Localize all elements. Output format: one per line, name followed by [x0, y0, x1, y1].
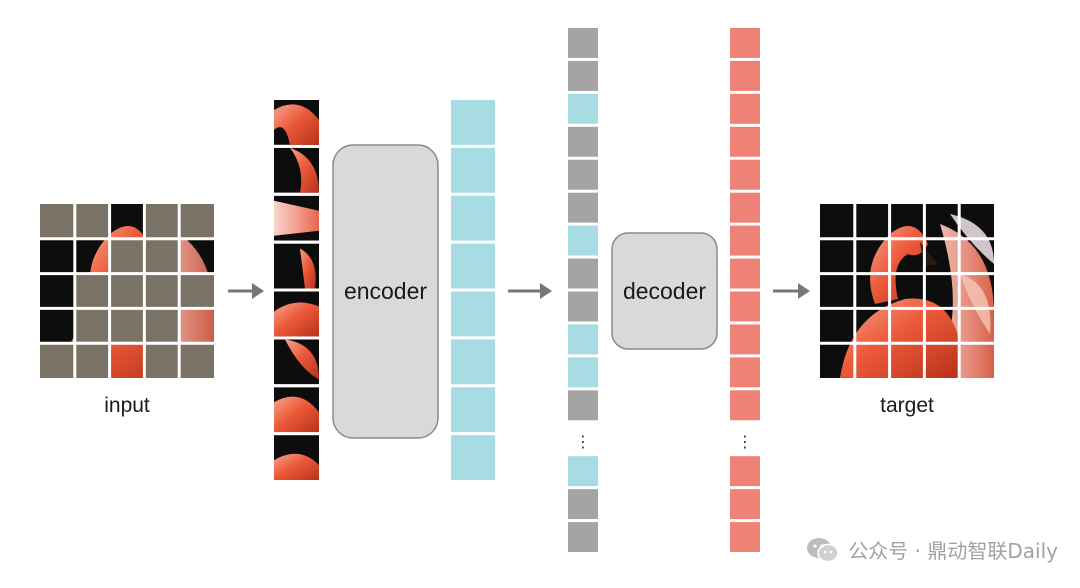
wechat-icon	[806, 536, 840, 564]
mask-token	[568, 522, 598, 552]
input-image	[40, 204, 214, 378]
encoded-token	[451, 195, 495, 241]
mask-token	[568, 258, 598, 289]
output-token	[730, 489, 760, 520]
watermark-text: 公众号 · 鼎动智联Daily	[848, 539, 1058, 563]
visible-patch	[274, 195, 319, 241]
masked-patch	[179, 343, 214, 378]
masked-patch	[74, 308, 110, 344]
target-caption: target	[880, 394, 934, 417]
decoder-output-ellipsis: ⋮	[737, 432, 753, 451]
output-token	[730, 522, 760, 552]
encoded-token	[451, 100, 495, 145]
input-caption: input	[104, 394, 150, 417]
arrow-head	[540, 283, 552, 299]
visible-patch	[274, 387, 319, 433]
encoded-token	[451, 243, 495, 289]
visible-patch	[274, 243, 319, 289]
masked-patch	[74, 273, 110, 309]
masked-patch	[109, 308, 145, 344]
flow-arrows	[228, 283, 810, 299]
encoded-token	[568, 456, 598, 487]
target-flamingo-photo	[820, 204, 994, 378]
encoded-token	[451, 435, 495, 480]
masked-patch	[74, 204, 110, 239]
encoder-label: encoder	[343, 278, 428, 304]
masked-patch	[144, 238, 180, 274]
decoder-output-sequence	[730, 28, 760, 552]
model-boxes	[332, 144, 718, 439]
visible-patch	[274, 147, 319, 193]
output-token	[730, 291, 760, 322]
target-image	[820, 204, 994, 378]
encoded-token	[451, 339, 495, 385]
encoded-token	[568, 93, 598, 124]
masked-patch	[144, 273, 180, 309]
visible-patch-sequence	[274, 100, 319, 480]
masked-patch	[74, 343, 110, 378]
visible-patch	[274, 339, 319, 385]
visible-patch	[274, 100, 319, 145]
decoder-input-ellipsis: ⋮	[575, 432, 591, 451]
decoder-label: decoder	[622, 278, 707, 304]
masked-patch	[179, 273, 214, 309]
output-token	[730, 225, 760, 256]
encoder-box	[332, 144, 439, 439]
encoded-token-sequence	[451, 100, 495, 480]
mask-token	[568, 28, 598, 58]
mask-token	[568, 291, 598, 322]
output-token	[730, 28, 760, 58]
output-token	[730, 258, 760, 289]
encoded-token	[568, 225, 598, 256]
output-token	[730, 93, 760, 124]
mask-token	[568, 126, 598, 157]
output-token	[730, 159, 760, 190]
output-token	[730, 390, 760, 421]
masked-patch	[109, 238, 145, 274]
mask-token	[568, 390, 598, 421]
arrow-head	[252, 283, 264, 299]
arrow-head	[798, 283, 810, 299]
encoded-token	[451, 147, 495, 193]
masked-patch	[144, 204, 180, 239]
masked-patch	[40, 204, 75, 239]
encoded-token	[568, 357, 598, 388]
masked-patch	[40, 343, 75, 378]
decoder-input-sequence	[568, 28, 598, 552]
masked-patch	[144, 343, 180, 378]
mask-token	[568, 159, 598, 190]
mask-token	[568, 192, 598, 223]
output-token	[730, 126, 760, 157]
encoded-token	[568, 324, 598, 355]
mask-token	[568, 60, 598, 91]
masked-patch	[179, 204, 214, 239]
output-token	[730, 357, 760, 388]
encoded-token	[451, 387, 495, 433]
output-token	[730, 324, 760, 355]
output-token	[730, 192, 760, 223]
masked-patch	[144, 308, 180, 344]
watermark: 公众号 · 鼎动智联Daily	[806, 535, 1058, 564]
output-token	[730, 60, 760, 91]
masked-patch	[109, 273, 145, 309]
mask-token	[568, 489, 598, 520]
visible-patch	[274, 291, 319, 337]
encoded-token	[451, 291, 495, 337]
decoder-box	[611, 232, 718, 350]
visible-patch	[274, 435, 319, 480]
output-token	[730, 456, 760, 487]
